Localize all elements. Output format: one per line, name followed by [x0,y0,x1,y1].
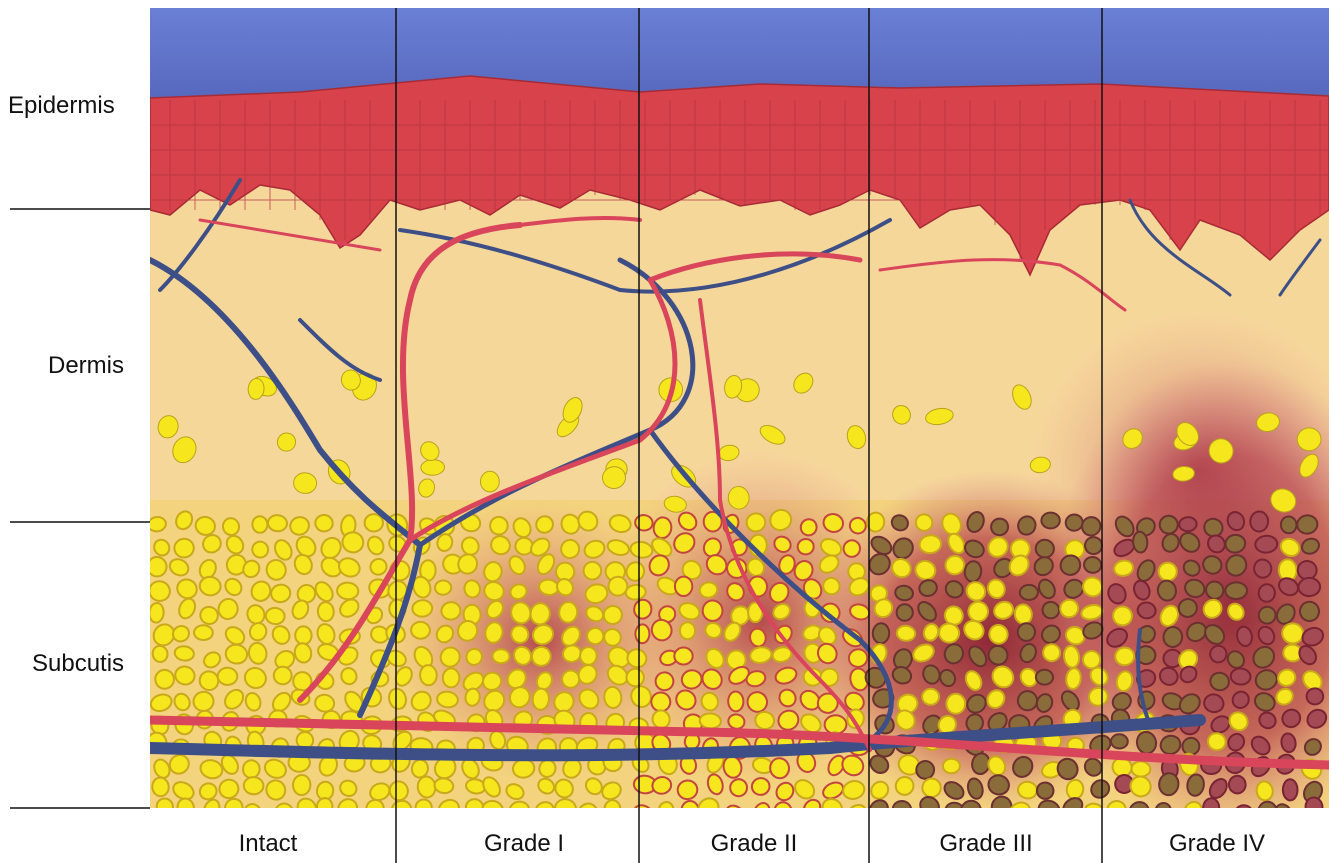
fat-cell [1258,584,1276,603]
fat-cell [1298,578,1320,597]
fat-cell [1306,688,1323,705]
fat-cell [244,777,264,795]
fat-cell [1179,517,1197,532]
fat-cell [1280,516,1297,534]
fat-cell [1203,798,1219,817]
grade-label-grade-2: Grade II [654,830,854,858]
fat-cell [147,556,168,577]
fat-cell [1018,691,1038,711]
fat-cell [416,800,432,816]
fat-cell [946,694,965,714]
fat-cell [411,621,431,639]
fat-cell [943,759,960,774]
fat-cell [635,624,649,643]
layer-label-epidermis: Epidermis [8,92,115,120]
fat-cell [728,691,744,711]
fat-cell [680,622,695,639]
fat-cell [586,627,604,645]
fat-cell [1131,761,1151,777]
fat-cell [532,688,550,711]
fat-cell [746,512,767,532]
fat-cell [579,646,597,665]
fat-cell [1283,779,1298,800]
fat-cell [1132,531,1148,553]
fat-cell [295,626,312,645]
fat-cell [674,648,692,665]
fat-cell [1020,585,1039,601]
fat-cell [391,800,412,820]
fat-cell [1114,647,1134,666]
fat-cell [243,760,261,779]
fat-cell [218,668,238,686]
fat-cell [265,607,285,625]
grade-label-grade-4: Grade IV [1117,830,1317,858]
fat-cell [421,459,445,475]
fat-cell [1041,513,1059,529]
fat-cell [583,562,601,580]
fat-cell [194,625,213,640]
fat-cell [1018,623,1035,641]
fat-cell [1255,535,1278,553]
fat-cell [681,801,699,821]
grade-label-grade-1: Grade I [424,830,624,858]
fat-cell [655,672,674,691]
fat-cell [435,580,452,595]
fat-cell [420,665,438,686]
layer-boundaries [10,209,150,808]
fat-cell [149,602,165,623]
fat-cell [273,666,292,685]
grade-label-intact: Intact [168,830,368,858]
layer-label-subcutis: Subcutis [32,650,124,678]
fat-cell [252,516,268,533]
layer-label-dermis: Dermis [48,352,124,380]
fat-cell [699,713,721,729]
fat-cell [364,514,383,532]
fat-cell [267,514,287,532]
fat-cell [1111,734,1128,748]
fat-cell [1017,781,1038,799]
fat-cell [481,471,500,492]
fat-cell [604,800,621,819]
fat-cell [317,601,334,621]
fat-cell [1250,511,1269,532]
fat-cell [1228,775,1246,794]
fat-cell [1082,650,1101,669]
fat-cell [675,577,692,596]
fat-cell [292,775,310,796]
fat-cell [824,715,846,734]
fat-cell [1225,582,1247,599]
grade-label-grade-3: Grade III [886,830,1086,858]
fat-cell [558,601,578,623]
fat-cell [1230,668,1251,686]
fat-cell [1036,670,1053,685]
fat-cell [702,600,723,622]
fat-cell [173,538,194,559]
fat-cell [314,514,333,532]
fat-cell [412,600,433,618]
fat-cell [872,623,889,644]
fat-cell [337,582,359,600]
fat-cell [1258,802,1276,821]
fat-cell [1035,539,1055,559]
fat-cell [922,688,940,705]
fat-cell [897,604,913,620]
fat-cell [492,649,510,664]
fat-cell [896,625,916,642]
fat-cell [152,777,170,797]
fat-cell [443,668,460,687]
